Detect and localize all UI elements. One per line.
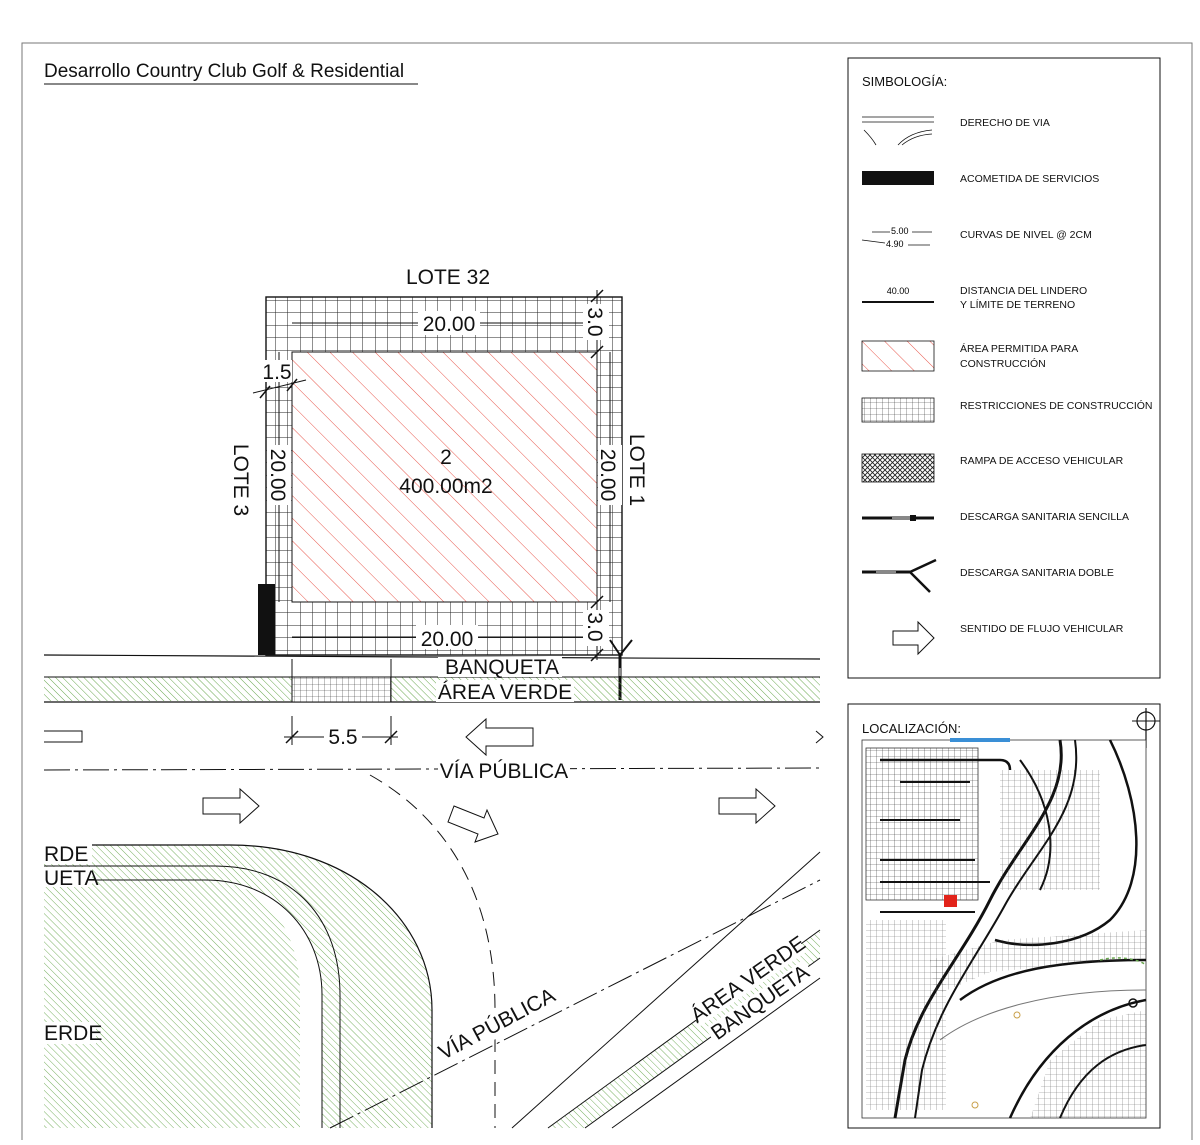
sheet-title: Desarrollo Country Club Golf & Residenti…: [44, 61, 404, 82]
neighbor-lot-top: LOTE 32: [406, 266, 490, 289]
vehicle-ramp: [291, 676, 392, 703]
lot-area: 400.00m2: [399, 475, 492, 498]
lot-number: 2: [440, 446, 452, 469]
setback-bottom-label: 3.0: [583, 612, 606, 641]
svg-text:4.90: 4.90: [886, 239, 904, 249]
svg-text:5.00: 5.00: [891, 226, 909, 236]
flow-arrow-left: [465, 717, 534, 757]
flow-arrow-icon: [892, 620, 935, 656]
vehicle-ramp-icon: [861, 453, 935, 483]
legend-item-4b: Y LÍMITE DE TERRENO: [960, 298, 1075, 311]
legend-item-9: DESCARGA SANITARIA DOBLE: [960, 567, 1114, 579]
service-connection: [258, 584, 275, 655]
boundary-distance-icon: 40.00: [862, 286, 934, 303]
setback-top-right: 3.0: [583, 289, 609, 359]
right-of-way-icon: [862, 116, 934, 146]
service-connection-icon: [862, 171, 934, 185]
public-road-label-1: VÍA PÚBLICA: [440, 760, 568, 783]
buildable-area: [291, 351, 598, 603]
svg-text:40.00: 40.00: [887, 286, 910, 296]
legend-item-6: RESTRICCIONES DE CONSTRUCCIÓN: [960, 399, 1153, 412]
dimension-top: 20.00: [292, 311, 597, 336]
dim-top-label: 20.00: [423, 313, 476, 336]
ramp-width-label: 5.5: [328, 726, 357, 749]
legend-panel: SIMBOLOGÍA: DERECHO DE VIA ACOMETIDA DE …: [847, 57, 1161, 679]
cut-label-1: RDE: [44, 843, 88, 866]
street-area: BANQUETA ÁREA VERDE 5.5 VÍA PÚBLICA RDE …: [43, 654, 824, 1129]
sanitary-double-icon: [862, 558, 937, 593]
location-panel: LOCALIZACIÓN:: [847, 703, 1161, 1129]
contour-lines-icon: 5.00 4.90: [861, 226, 932, 249]
legend-item-3: CURVAS DE NIVEL @ 2CM: [960, 229, 1092, 241]
neighbor-lot-left: LOTE 3: [229, 444, 252, 516]
legend-item-7: RAMPA DE ACCESO VEHICULAR: [960, 455, 1124, 467]
setback-bottom-right: 3.0: [583, 595, 609, 662]
flow-arrow-right-2: [718, 787, 776, 825]
legend-item-8: DESCARGA SANITARIA SENCILLA: [960, 511, 1129, 523]
neighbor-lot-right: LOTE 1: [625, 434, 648, 506]
legend-item-1: DERECHO DE VIA: [960, 117, 1050, 129]
legend-item-10: SENTIDO DE FLUJO VEHICULAR: [960, 623, 1124, 635]
dimension-right: 20.00: [596, 352, 622, 602]
restriction-grid-icon: [861, 397, 935, 423]
flow-arrow-right-1: [202, 787, 260, 825]
location-map: [861, 738, 1147, 1119]
public-road-label-2: VÍA PÚBLICA: [435, 984, 559, 1065]
sanitary-single-icon: [862, 515, 934, 521]
highlighted-lot: [944, 895, 957, 907]
location-heading: LOCALIZACIÓN:: [862, 721, 961, 736]
legend-item-5: ÁREA PERMITIDA PARA: [960, 342, 1078, 355]
build-area-icon: [861, 340, 935, 372]
lot-drawing: [258, 296, 623, 656]
dim-bottom-label: 20.00: [421, 628, 474, 651]
setback-side-label: 1.5: [262, 361, 291, 384]
cut-label-2: UETA: [44, 867, 98, 890]
green-area-label: ÁREA VERDE: [438, 681, 572, 704]
dim-right-label: 20.00: [596, 449, 619, 502]
sidewalk-label: BANQUETA: [445, 656, 559, 679]
dim-left-label: 20.00: [266, 449, 289, 502]
green-strip: [44, 677, 820, 701]
cut-label-3: ERDE: [44, 1022, 102, 1045]
legend-item-4: DISTANCIA DEL LINDERO: [960, 285, 1087, 297]
legend-heading: SIMBOLOGÍA:: [862, 74, 947, 89]
dimension-left: 20.00: [266, 352, 291, 602]
legend-item-5b: CONSTRUCCIÓN: [960, 357, 1046, 370]
setback-side: 1.5: [252, 360, 307, 399]
dimension-bottom: 20.00: [292, 625, 597, 651]
flow-arrow-diagonal: [447, 805, 499, 843]
setback-top-label: 3.0: [583, 307, 606, 336]
legend-item-2: ACOMETIDA DE SERVICIOS: [960, 173, 1099, 185]
